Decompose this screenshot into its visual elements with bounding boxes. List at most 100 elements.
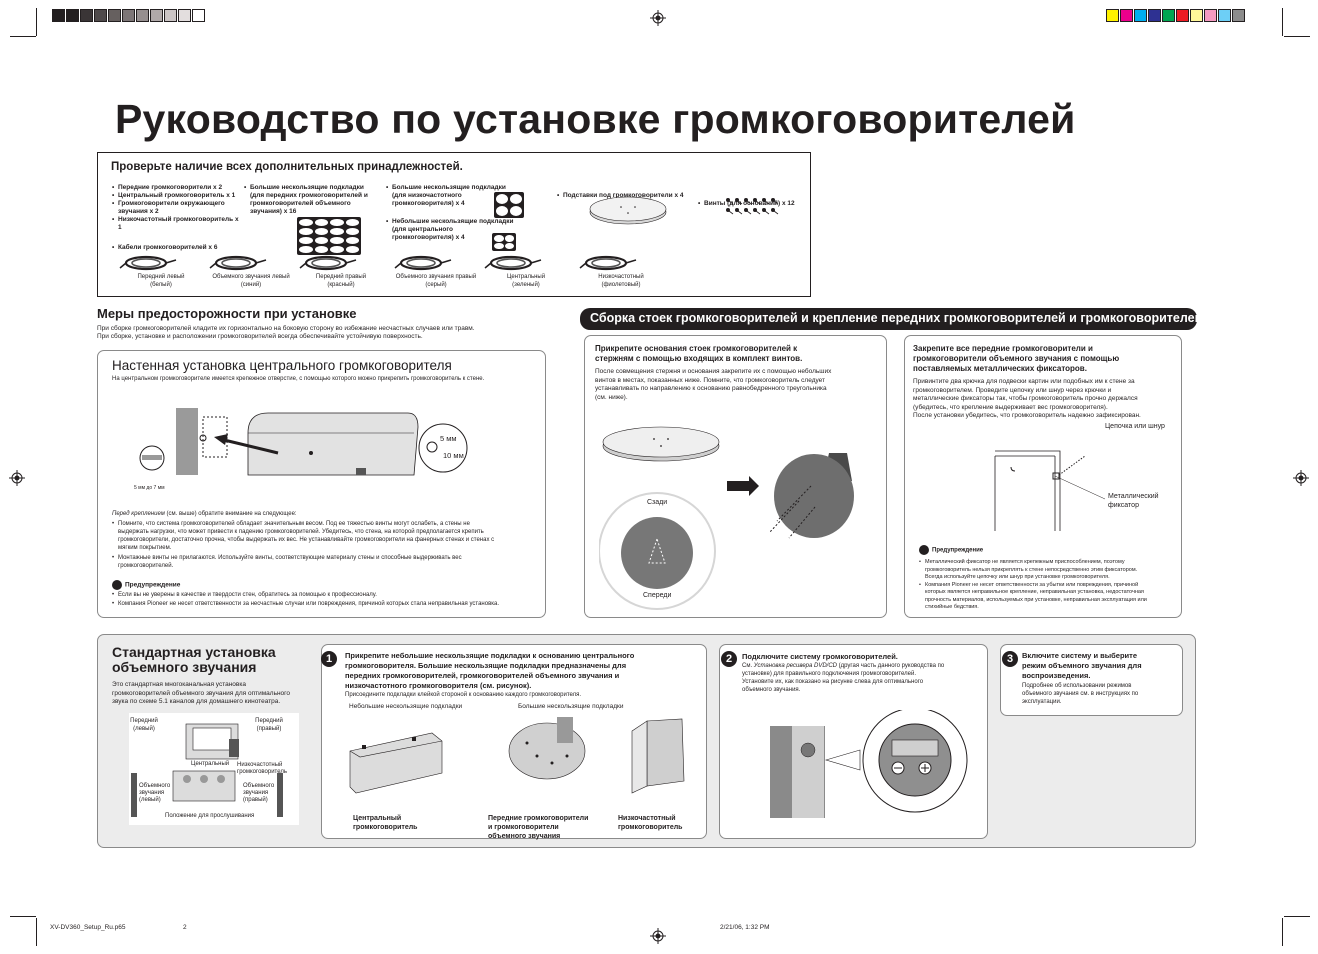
label-listening: Положение для прослушивания <box>165 813 255 819</box>
gray-swatch <box>66 9 79 22</box>
list-item: Громкоговорители окружающего <box>112 200 242 208</box>
heading-line: Закрепите все передние громкоговорители … <box>913 344 1093 353</box>
assembly-warning-lines: Металлический фиксатор не является крепе… <box>919 559 1147 612</box>
wall-bullets: Помните, что система громкоговорителей о… <box>112 520 532 570</box>
screws-icon <box>726 198 779 215</box>
body-line: Подробнее об использовании режимов <box>1022 683 1132 689</box>
base-plate-icon <box>589 196 667 225</box>
assembly-right-panel: Закрепите все передние громкоговорители … <box>904 335 1182 618</box>
before-rest: (см. выше) обратите внимание на следующе… <box>164 511 297 517</box>
label-line: (левый) <box>133 726 155 732</box>
list-item: Монтажные винты не прилагаются. Использу… <box>112 554 532 570</box>
stand-assembly-illustration <box>599 426 854 610</box>
footer-page: 2 <box>183 924 187 931</box>
wall-mount-illustration <box>139 408 468 476</box>
gray-swatch <box>122 9 135 22</box>
color-swatch <box>1162 9 1175 22</box>
gray-color-bar <box>52 9 206 22</box>
assembly-right-body: Привинтите два крючка для подвески карти… <box>913 378 1141 421</box>
pads-center-line: Небольшие нескользящие подкладки <box>386 218 526 226</box>
room-layout-illustration <box>131 723 283 817</box>
crop-mark-bl-v <box>36 918 37 946</box>
body-line: металлические фиксаторы так, чтобы громк… <box>913 395 1138 402</box>
heading-line: низкочастотного громкоговорителя (см. ри… <box>345 681 532 690</box>
wall-mount-panel: Настенная установка центрального громког… <box>97 350 546 618</box>
footer-filename: XV-DV360_Setup_Ru.p65 <box>50 924 126 931</box>
cable-label: Центральный <box>506 274 546 280</box>
woofer-pads-sheet-icon <box>494 192 524 218</box>
step-1-heading: Прикрепите небольшие нескользящие подкла… <box>345 651 634 691</box>
heading-line: воспроизведения. <box>1022 671 1091 680</box>
body-line: громкоговорителем. Проведите цепочку или… <box>913 386 1112 394</box>
label-line: звучания <box>243 790 269 796</box>
warning-title-text: Предупреждение <box>125 581 181 589</box>
clamp-label-line: Металлический <box>1108 493 1159 500</box>
crop-mark-tl-h <box>10 36 36 37</box>
screw-range: 5 мм до 7 мм <box>134 485 165 491</box>
warn-line: Компания Pioneer не несет ответственност… <box>925 581 1139 588</box>
heading-line: громкоговорителя. Большие нескользящие п… <box>345 661 627 670</box>
accessories-list-speakers: Передние громкоговорители x 2 Центральны… <box>112 184 242 232</box>
color-swatch <box>1106 9 1119 22</box>
list-item: Компания Pioneer не несет ответственност… <box>112 600 542 609</box>
cable-color: (белый) <box>150 281 172 288</box>
bases-label: Подставки под громкоговорители x 4 <box>557 192 703 200</box>
caption-line: Низкочастотный <box>618 815 676 822</box>
heading-line: Включите систему и выберите <box>1022 651 1137 660</box>
registration-mark-right <box>1293 470 1309 486</box>
caption-line: объемного звучания <box>488 833 561 840</box>
before-italic: Перед креплением <box>112 511 165 517</box>
cable-color: (красный) <box>327 281 355 288</box>
center-pads-sheet-icon <box>492 233 516 251</box>
caption-line: и громкоговорители <box>488 824 559 831</box>
body-line: После установки убедитесь, что громкогов… <box>913 412 1141 419</box>
standard-body: Это стандартная многоканальная установка… <box>112 681 290 707</box>
warn-line: стихийные бедствия. <box>925 604 979 610</box>
label-line: Объемного <box>139 783 171 789</box>
pads-woofer-line: (для низкочастотного <box>392 192 462 199</box>
cable-item: Объемного звучания левый(синий) <box>208 252 294 289</box>
wall-before-note: Перед креплением (см. выше) обратите вни… <box>112 511 297 517</box>
step-3-number: 3 <box>1002 651 1018 667</box>
label-front-left: Передний(левый) <box>129 717 159 733</box>
heading-line: поставляемых металлических фиксаторов. <box>913 364 1087 373</box>
front-label: Спереди <box>643 592 672 599</box>
large-pads-label: Большие нескользящие подкладки <box>518 703 624 710</box>
center-pads-label: Небольшие нескользящие подкладки (для це… <box>386 218 526 242</box>
gray-swatch <box>178 9 191 22</box>
warn-line: громкоговоритель нельзя прикреплять к ст… <box>925 566 1138 573</box>
pads-large-line: (для передних громкоговорителей и <box>250 192 368 199</box>
assembly-right-heading: Закрепите все передние громкоговорители … <box>913 344 1119 374</box>
gray-swatch <box>192 9 205 22</box>
color-swatch <box>1232 9 1245 22</box>
warn-line: Всегда используйте цепочку или шнур при … <box>925 574 1110 580</box>
cable-icon <box>394 255 452 271</box>
body-italic: Установка ресивера DVD/CD <box>753 663 837 669</box>
cable-item: Передний правый(красный) <box>298 252 384 289</box>
bullet-line: Монтажные винты не прилагаются. Использу… <box>118 555 462 561</box>
list-item: Центральный громкоговоритель x 1 <box>112 192 242 200</box>
body-line: винтов в местах, показанных ниже. Помнит… <box>595 376 826 384</box>
body-line: Это стандартная многоканальная установка <box>112 681 246 688</box>
bullet-line: громкоговорители, достаточно прочна, что… <box>118 537 495 543</box>
cable-icon <box>299 255 357 271</box>
clamp-label-line: фиксатор <box>1108 502 1139 509</box>
terminal-illustration <box>770 710 968 818</box>
list-item: Передние громкоговорители x 2 <box>112 184 242 192</box>
page-title: Руководство по установке громкоговорител… <box>115 96 1076 142</box>
color-swatch <box>1176 9 1189 22</box>
assembly-left-heading: Прикрепите основания стоек громкоговорит… <box>595 344 802 364</box>
heading-line: передних громкоговорителей, громкоговори… <box>345 671 620 680</box>
label-line: (правый) <box>243 797 268 803</box>
wall-warning-lines: Если вы не уверены в качестве и твердост… <box>112 591 542 609</box>
cable-item: Передний левый(белый) <box>118 252 204 289</box>
cable-color: (зеленый) <box>512 281 540 288</box>
assembly-title-text: Сборка стоек громкоговорителей и креплен… <box>590 311 1318 325</box>
warn-line: которых является неправильное крепление,… <box>925 589 1144 595</box>
wall-mount-heading: Настенная установка центрального громког… <box>112 358 452 373</box>
label-line: (левый) <box>139 797 161 803</box>
